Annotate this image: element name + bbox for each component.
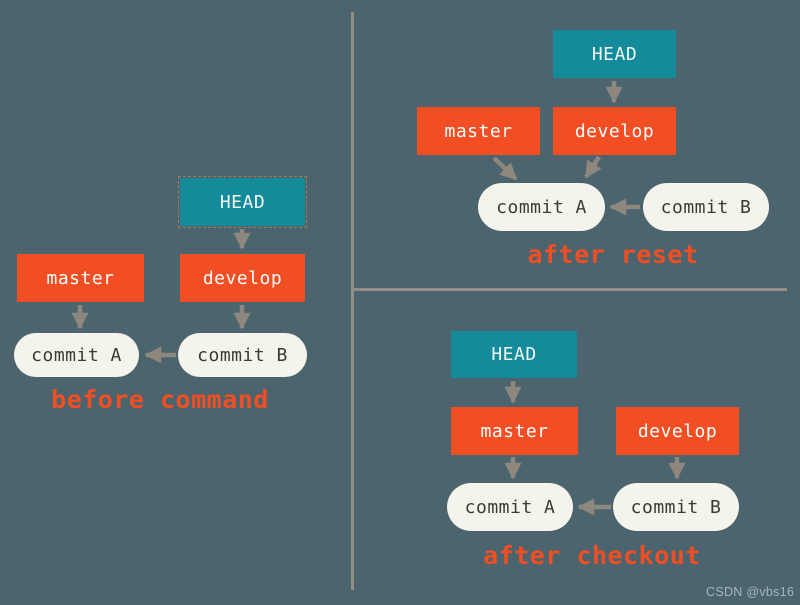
master-branch-node: master xyxy=(451,407,578,455)
head-node: HEAD xyxy=(451,331,577,378)
commit-a-node: commit A xyxy=(447,483,573,531)
horizontal-divider-line xyxy=(352,288,787,291)
arrow-reset-develop-to-commit-a xyxy=(584,155,602,179)
develop-branch-node: develop xyxy=(180,254,305,302)
commit-a-node: commit A xyxy=(14,333,139,377)
develop-branch-node: develop xyxy=(616,407,739,455)
commit-b-node: commit B xyxy=(613,483,739,531)
commit-a-node: commit A xyxy=(478,183,605,231)
master-branch-node: master xyxy=(17,254,144,302)
commit-b-node: commit B xyxy=(643,183,769,231)
vertical-divider-line xyxy=(351,12,354,590)
head-node: HEAD xyxy=(553,30,676,78)
arrow-reset-master-to-commit-a xyxy=(492,156,518,181)
panel-label-before-command: before command xyxy=(51,385,269,414)
panel-label-after-reset: after reset xyxy=(527,240,699,269)
develop-branch-node: develop xyxy=(553,107,676,155)
head-node: HEAD xyxy=(178,176,307,228)
panel-label-after-checkout: after checkout xyxy=(483,541,701,570)
commit-b-node: commit B xyxy=(178,333,307,377)
csdn-watermark: CSDN @vbs16 xyxy=(706,585,795,599)
master-branch-node: master xyxy=(417,107,540,155)
